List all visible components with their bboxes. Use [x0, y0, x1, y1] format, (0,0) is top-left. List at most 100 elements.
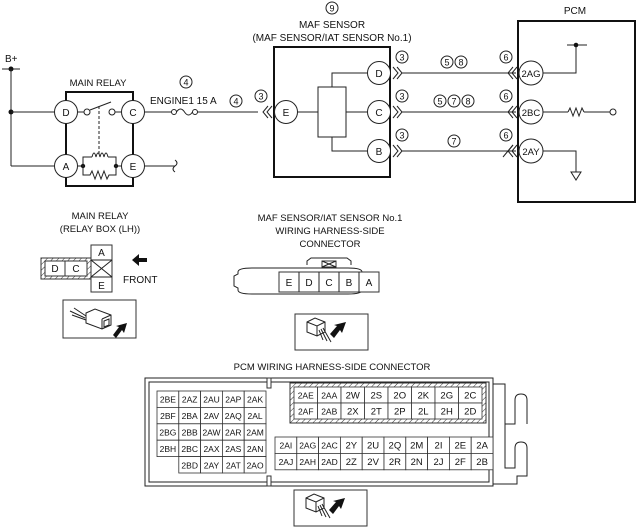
- pin-label-2bh: 2BH: [160, 444, 177, 454]
- main-relay: MAIN RELAY D C A E: [54, 78, 178, 187]
- pin-label-2aj: 2AJ: [279, 457, 294, 467]
- pin-cell: [458, 402, 483, 420]
- maf-terminal-e-label: E: [283, 108, 290, 119]
- fuse-engine1: 4 ENGINE1 15 A 4: [145, 75, 258, 116]
- open-terminal-icon: [609, 108, 617, 116]
- fuse-label: ENGINE1 15 A: [150, 96, 217, 107]
- pin-label-2y: 2Y: [345, 441, 357, 452]
- pin-cell: [243, 456, 267, 474]
- ground-icon: [570, 171, 582, 181]
- wire-break-icon: [172, 159, 178, 173]
- callout-number: 6: [503, 131, 508, 141]
- pin-label-2au: 2AU: [203, 395, 220, 405]
- pin-label-2ak: 2AK: [247, 395, 263, 405]
- connector-title: PCM WIRING HARNESS-SIDE CONNECTOR: [234, 362, 431, 373]
- relay-terminal-a-label: A: [63, 162, 70, 173]
- callout-number: 7: [451, 97, 456, 107]
- pin-label-2ao: 2AO: [247, 460, 264, 470]
- pin-label-2m: 2M: [410, 441, 423, 452]
- pcm-connector-outer: [144, 377, 494, 487]
- pin-e: E: [286, 278, 293, 289]
- maf-terminal-e: [274, 100, 298, 124]
- callout-number: 7: [451, 137, 456, 147]
- connector-subtitle: (RELAY BOX (LH)): [60, 224, 140, 235]
- pin-a: A: [366, 278, 373, 289]
- main-relay-box: [65, 91, 134, 187]
- terminal-label: 2AG: [521, 69, 540, 80]
- callout-number: 3: [258, 92, 263, 102]
- callout-number: 3: [399, 131, 404, 141]
- maf-terminal-b: B: [367, 139, 391, 163]
- pin-label-2az: 2AZ: [182, 395, 198, 405]
- pin-label-2e: 2E: [454, 441, 466, 452]
- pin-label-2n: 2N: [411, 457, 423, 468]
- pin-label-2ac: 2AC: [321, 441, 338, 451]
- pcm-terminal-2ag: 2AG: [518, 60, 544, 86]
- pin-label-2v: 2V: [367, 457, 379, 468]
- terminal-label: B: [376, 147, 383, 158]
- main-relay-title: MAIN RELAY: [70, 78, 128, 89]
- maf-sensor-title: MAF SENSOR: [299, 20, 365, 31]
- pin-label-2ar: 2AR: [225, 428, 242, 438]
- relay-switch-icon: [78, 101, 121, 156]
- pin-label-2c: 2C: [464, 391, 476, 402]
- pin-label-2bf: 2BF: [160, 411, 176, 421]
- relay-terminal-d-label: D: [62, 108, 69, 119]
- pcm-terminal-2ay: 2AY: [518, 138, 544, 164]
- relay-terminal-a: [54, 154, 78, 178]
- maf-sensor: 9 MAF SENSOR (MAF SENSOR/IAT SENSOR No.1…: [252, 1, 412, 178]
- callout-number: 5: [444, 58, 449, 68]
- maf-connector-pins: E D C B A: [286, 272, 373, 292]
- pin-label-2al: 2AL: [248, 411, 263, 421]
- pin-label-2av: 2AV: [204, 411, 220, 421]
- pin-label-2p: 2P: [394, 407, 406, 418]
- pin-label-2bd: 2BD: [181, 460, 198, 470]
- connector-chevron-icon: [262, 105, 273, 119]
- pin-label-2a: 2A: [476, 441, 488, 452]
- pin-label-2u: 2U: [367, 441, 379, 452]
- connector-title: MAF SENSOR/IAT SENSOR No.1: [258, 213, 403, 224]
- pcm-box: [517, 20, 636, 203]
- terminal-label: 2AY: [522, 147, 540, 158]
- pin-label-2l: 2L: [418, 407, 429, 418]
- connector-view-icon: [293, 489, 368, 527]
- sensor-element-icon: [317, 86, 347, 138]
- b-plus-label: B+: [5, 54, 18, 65]
- maf-sensor-subtitle: (MAF SENSOR/IAT SENSOR No.1): [252, 33, 411, 44]
- callout-number: 8: [465, 97, 470, 107]
- pin-label-2h: 2H: [441, 407, 453, 418]
- callout-circle: [179, 75, 193, 89]
- callout-circle: [254, 89, 268, 103]
- pin-label-2z: 2Z: [346, 457, 357, 468]
- pcm: PCM 6 6 6 2AG 2BC 2AY: [499, 6, 636, 203]
- pin-label-2ae: 2AE: [298, 391, 314, 401]
- pin-label-2f: 2F: [455, 457, 466, 468]
- supply-line: [543, 45, 577, 74]
- pin-label-2ax: 2AX: [203, 444, 219, 454]
- pin-label-2bc: 2BC: [181, 444, 198, 454]
- pin-label-2ag: 2AG: [299, 441, 316, 451]
- connector-latch: [306, 257, 352, 265]
- pin-label-2bg: 2BG: [159, 428, 176, 438]
- callout-circle: [325, 1, 339, 15]
- main-relay-connector: MAIN RELAY (RELAY BOX (LH)) D C A E FRON…: [40, 211, 157, 339]
- connector-title: CONNECTOR: [299, 239, 360, 250]
- signal-wires: 5 8 5 7 8 7: [402, 55, 516, 152]
- pin-a: A: [98, 248, 105, 259]
- connector-title: MAIN RELAY: [72, 211, 130, 222]
- callout-number: 4: [183, 78, 188, 88]
- pin-b: B: [346, 278, 353, 289]
- pin-label-2af: 2AF: [298, 407, 314, 417]
- callout-number: 8: [458, 58, 463, 68]
- pin-label-2aa: 2AA: [321, 391, 337, 401]
- pin-label-2bb: 2BB: [182, 428, 198, 438]
- pin-label-2o: 2O: [393, 391, 406, 402]
- pin-label-2aq: 2AQ: [225, 411, 242, 421]
- resistor-icon: [567, 106, 585, 118]
- relay-coil-icon: [78, 152, 121, 181]
- pin-label-2b: 2B: [476, 457, 488, 468]
